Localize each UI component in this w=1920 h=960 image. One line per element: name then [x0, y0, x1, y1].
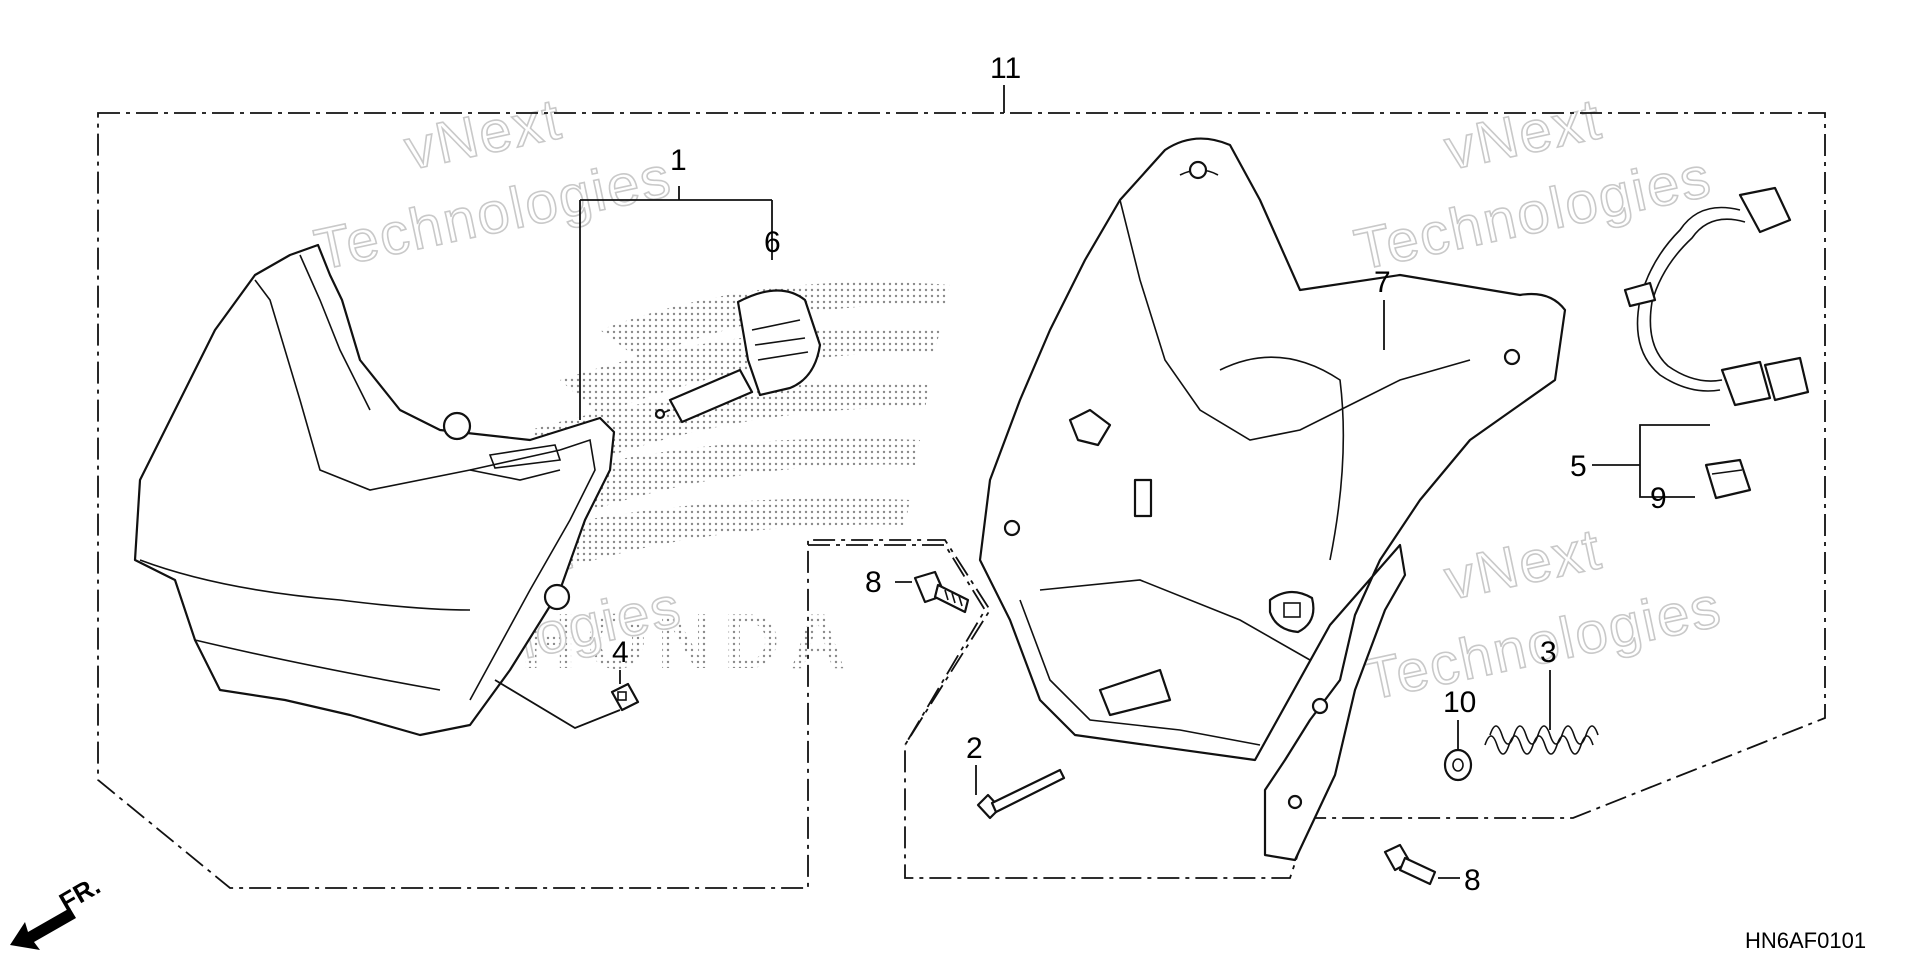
honda-logo-text: HONDA	[520, 597, 856, 685]
connector-icon	[1720, 360, 1772, 407]
watermark-line1: vNext	[1439, 516, 1607, 612]
headlight-bracket	[978, 137, 1567, 862]
front-indicator: FR.	[10, 870, 105, 950]
callout-7: 7	[1374, 266, 1391, 299]
front-arrow-icon	[10, 908, 76, 950]
bracket-boundary	[808, 544, 987, 746]
adjuster-spring	[1484, 725, 1599, 755]
wire-harness	[1623, 186, 1810, 407]
diagram-code: HN6AF0101	[1745, 928, 1866, 953]
adjuster-knob-icon	[543, 583, 571, 611]
washer	[1443, 748, 1473, 782]
callout-3: 3	[1540, 636, 1557, 669]
headlight-bulb	[654, 289, 822, 424]
callout-10: 10	[1443, 686, 1476, 719]
callout-5: 5	[1570, 450, 1587, 483]
callout-2: 2	[966, 732, 983, 765]
bulb-socket-icon	[442, 411, 472, 441]
clip-nut	[610, 682, 640, 712]
bolt-top	[913, 570, 970, 614]
bracket-mount-icon	[1068, 408, 1112, 447]
callout-8-bottom: 8	[1464, 864, 1481, 897]
callouts: 11 1 6 7 5 9 8 2 4 10 3 8	[612, 52, 1667, 897]
front-label: FR.	[54, 870, 105, 917]
watermark-line1: vNext	[399, 86, 567, 182]
callout-8-top: 8	[865, 566, 882, 599]
connector-icon	[1738, 186, 1792, 234]
callout-4: 4	[612, 636, 629, 669]
callout-9: 9	[1650, 482, 1667, 515]
callout-11: 11	[990, 52, 1021, 85]
headlight-unit	[133, 243, 616, 737]
callout-1: 1	[670, 144, 687, 177]
bolt-bottom	[1383, 843, 1437, 886]
watermark-line1: vNext	[1439, 86, 1607, 182]
leader-lines	[494, 186, 1710, 879]
honda-wing-logo: HONDA	[490, 282, 950, 685]
long-bolt	[976, 768, 1066, 820]
connector-cover	[1704, 458, 1752, 500]
callout-6: 6	[764, 226, 781, 259]
assembly-boundary	[97, 112, 1826, 889]
